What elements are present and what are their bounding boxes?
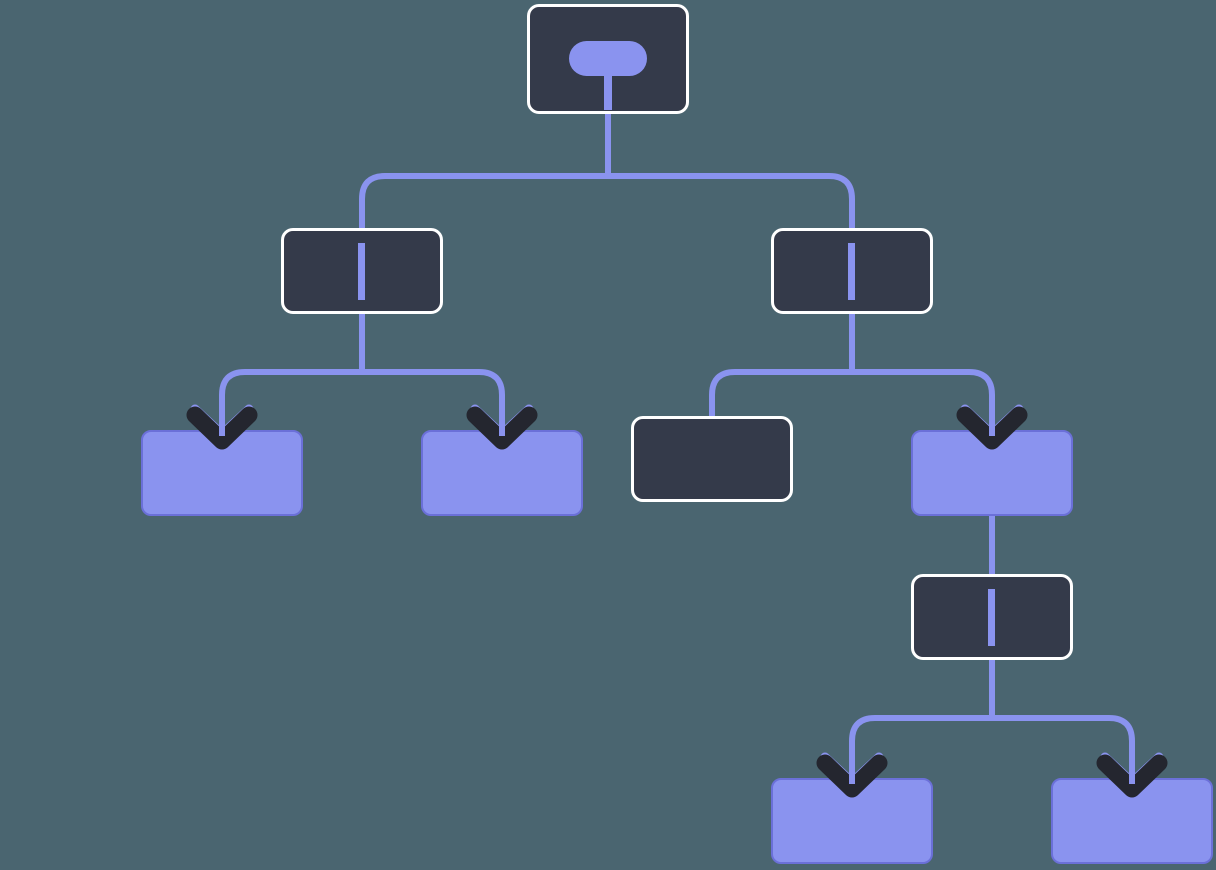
node-root-stem-decoration [604, 72, 612, 110]
node-l1a-bar-decoration [358, 243, 365, 300]
node-root-pill-decoration [569, 41, 647, 76]
node-l1b-bar-decoration [848, 243, 855, 300]
edge-l1b-to-l2c [709, 369, 852, 418]
node-l2d[interactable] [911, 430, 1073, 516]
node-l2b[interactable] [421, 430, 583, 516]
node-l3a-bar-decoration [988, 589, 995, 646]
node-l2c[interactable] [631, 416, 793, 502]
node-l2a[interactable] [141, 430, 303, 516]
node-l4a[interactable] [771, 778, 933, 864]
node-l4b[interactable] [1051, 778, 1213, 864]
